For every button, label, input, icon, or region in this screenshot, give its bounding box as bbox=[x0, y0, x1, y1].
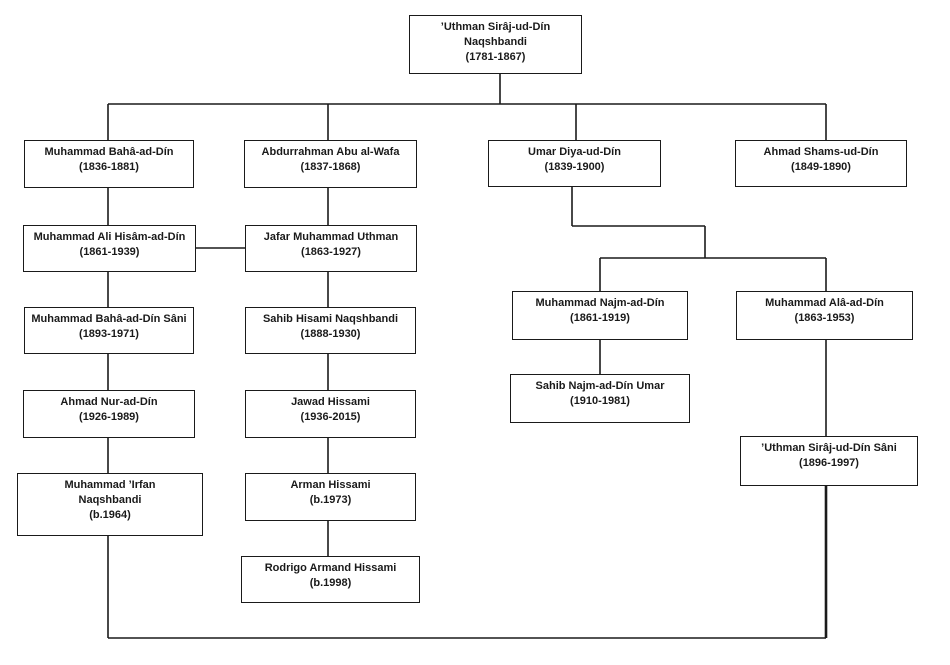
person-dates: (1888-1930) bbox=[300, 328, 361, 340]
person-muhammad-baha-ad-din: Muhammad Bahâ-ad-Dín (1836-1881) bbox=[24, 140, 194, 188]
person-muhammad-irfan-naqshbandi: Muhammad ’Irfan Naqshbandi (b.1964) bbox=[17, 473, 203, 536]
person-dates: (b.1998) bbox=[309, 577, 352, 589]
person-name: Rodrigo Armand Hissami bbox=[264, 562, 397, 574]
person-ahmad-nur-ad-din: Ahmad Nur-ad-Dín (1926-1989) bbox=[23, 390, 195, 438]
person-dates: (1863-1953) bbox=[794, 312, 855, 324]
person-dates: (b.1973) bbox=[309, 494, 352, 506]
person-muhammad-ala-ad-din: Muhammad Alâ-ad-Dín (1863-1953) bbox=[736, 291, 913, 340]
person-dates: (1849-1890) bbox=[791, 161, 851, 173]
person-name: Muhammad Ali Hisâm-ad-Dín bbox=[33, 231, 186, 243]
person-ahmad-shams-ud-din: Ahmad Shams-ud-Dín (1849-1890) bbox=[735, 140, 907, 187]
person-name: Muhammad Bahâ-ad-Dín Sâni bbox=[31, 313, 187, 325]
person-name: ’Uthman Sirâj-ud-Dín Sâni bbox=[761, 442, 897, 454]
person-name: Arman Hissami bbox=[290, 479, 371, 491]
person-name: ’Uthman Sirâj-ud-Dín bbox=[440, 21, 551, 33]
person-dates: (1861-1939) bbox=[79, 246, 140, 258]
person-dates: (1896-1997) bbox=[799, 457, 859, 469]
person-uthman-siraj-ud-din: ’Uthman Sirâj-ud-Dín Naqshbandi (1781-18… bbox=[409, 15, 582, 74]
person-dates: (1839-1900) bbox=[544, 161, 605, 173]
person-dates: (1863-1927) bbox=[301, 246, 361, 258]
person-name: Abdurrahman Abu al-Wafa bbox=[261, 146, 400, 158]
person-name: Naqshbandi bbox=[464, 36, 527, 48]
person-name: Sahib Najm-ad-Dín Umar bbox=[535, 380, 665, 392]
person-dates: (1836-1881) bbox=[79, 161, 139, 173]
person-name: Muhammad Bahâ-ad-Dín bbox=[44, 146, 174, 158]
person-uthman-siraj-ud-din-sani: ’Uthman Sirâj-ud-Dín Sâni (1896-1997) bbox=[740, 436, 918, 486]
person-dates: (1910-1981) bbox=[570, 395, 630, 407]
person-dates: (1936-2015) bbox=[300, 411, 361, 423]
person-name: Jafar Muhammad Uthman bbox=[263, 231, 399, 243]
person-dates: (1837-1868) bbox=[300, 161, 361, 173]
person-dates: (1893-1971) bbox=[79, 328, 139, 340]
person-dates: (1861-1919) bbox=[570, 312, 630, 324]
person-name: Muhammad ’Irfan bbox=[64, 479, 156, 491]
person-name: Ahmad Shams-ud-Dín bbox=[763, 146, 879, 158]
person-arman-hissami: Arman Hissami (b.1973) bbox=[245, 473, 416, 521]
person-muhammad-baha-ad-din-sani: Muhammad Bahâ-ad-Dín Sâni (1893-1971) bbox=[24, 307, 194, 354]
person-name: Muhammad Najm-ad-Dín bbox=[535, 297, 665, 309]
person-abdurrahman-abu-al-wafa: Abdurrahman Abu al-Wafa (1837-1868) bbox=[244, 140, 417, 188]
person-name: Ahmad Nur-ad-Dín bbox=[60, 396, 158, 408]
person-muhammad-najm-ad-din: Muhammad Najm-ad-Dín (1861-1919) bbox=[512, 291, 688, 340]
person-rodrigo-armand-hissami: Rodrigo Armand Hissami (b.1998) bbox=[241, 556, 420, 603]
person-umar-diya-ud-din: Umar Diya-ud-Dín (1839-1900) bbox=[488, 140, 661, 187]
person-sahib-najm-ad-din-umar: Sahib Najm-ad-Dín Umar (1910-1981) bbox=[510, 374, 690, 423]
person-name: Muhammad Alâ-ad-Dín bbox=[765, 297, 884, 309]
person-dates: (1926-1989) bbox=[79, 411, 139, 423]
person-name: Naqshbandi bbox=[78, 494, 142, 506]
person-name: Jawad Hissami bbox=[291, 396, 370, 408]
person-name: Umar Diya-ud-Dín bbox=[528, 146, 621, 158]
person-muhammad-ali-hisam-ad-din: Muhammad Ali Hisâm-ad-Dín (1861-1939) bbox=[23, 225, 196, 272]
person-name: Sahib Hisami Naqshbandi bbox=[262, 313, 399, 325]
person-jafar-muhammad-uthman: Jafar Muhammad Uthman (1863-1927) bbox=[245, 225, 417, 272]
person-sahib-hisami-naqshbandi: Sahib Hisami Naqshbandi (1888-1930) bbox=[245, 307, 416, 354]
person-dates: (1781-1867) bbox=[465, 51, 526, 63]
person-jawad-hissami: Jawad Hissami (1936-2015) bbox=[245, 390, 416, 438]
person-dates: (b.1964) bbox=[89, 509, 131, 521]
